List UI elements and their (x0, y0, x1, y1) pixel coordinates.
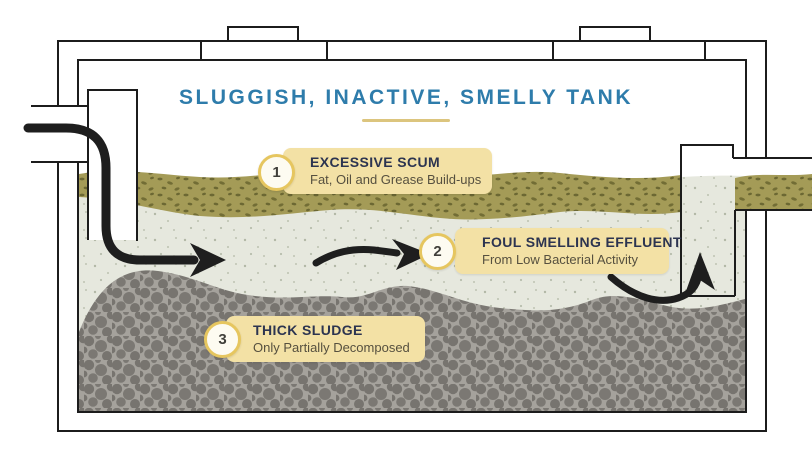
callout-thick-sludge: THICK SLUDGE Only Partially Decomposed (226, 316, 425, 362)
scum-layer (79, 170, 812, 220)
callout-heading: EXCESSIVE SCUM (310, 154, 441, 170)
step-badge-2: 2 (419, 233, 456, 270)
outlet-opening (733, 157, 812, 211)
callout-subheading: From Low Bacterial Activity (482, 252, 639, 267)
callout-heading: THICK SLUDGE (253, 322, 363, 338)
outlet-arrowhead (686, 252, 715, 291)
access-port-right (579, 26, 651, 42)
tank-outline (31, 26, 812, 432)
inlet-baffle (87, 89, 138, 241)
access-port-left (227, 26, 299, 42)
callout-subheading: Only Partially Decomposed (253, 340, 410, 355)
inlet-arrowhead (190, 243, 226, 277)
callout-subheading: Fat, Oil and Grease Build-ups (310, 172, 482, 187)
callout-foul-effluent: FOUL SMELLING EFFLUENT From Low Bacteria… (455, 228, 682, 274)
outlet-baffle (680, 144, 736, 297)
inlet-pipe-arrow (23, 123, 226, 277)
callout-excessive-scum: EXCESSIVE SCUM Fat, Oil and Grease Build… (283, 148, 492, 194)
effluent-arrowhead (392, 239, 430, 270)
inlet-opening (31, 105, 88, 163)
title-underline (362, 119, 450, 122)
page-title: SLUGGISH, INACTIVE, SMELLY TANK (0, 86, 812, 122)
callout-heading: FOUL SMELLING EFFLUENT (482, 234, 682, 250)
step-badge-3: 3 (204, 321, 241, 358)
escaping-scum (735, 174, 812, 209)
effluent-flow-arrow (312, 239, 430, 270)
title-text: SLUGGISH, INACTIVE, SMELLY TANK (179, 86, 633, 109)
lid-dividers (200, 41, 706, 60)
step-badge-1: 1 (258, 154, 295, 191)
outlet-flow-arrow (607, 252, 715, 304)
